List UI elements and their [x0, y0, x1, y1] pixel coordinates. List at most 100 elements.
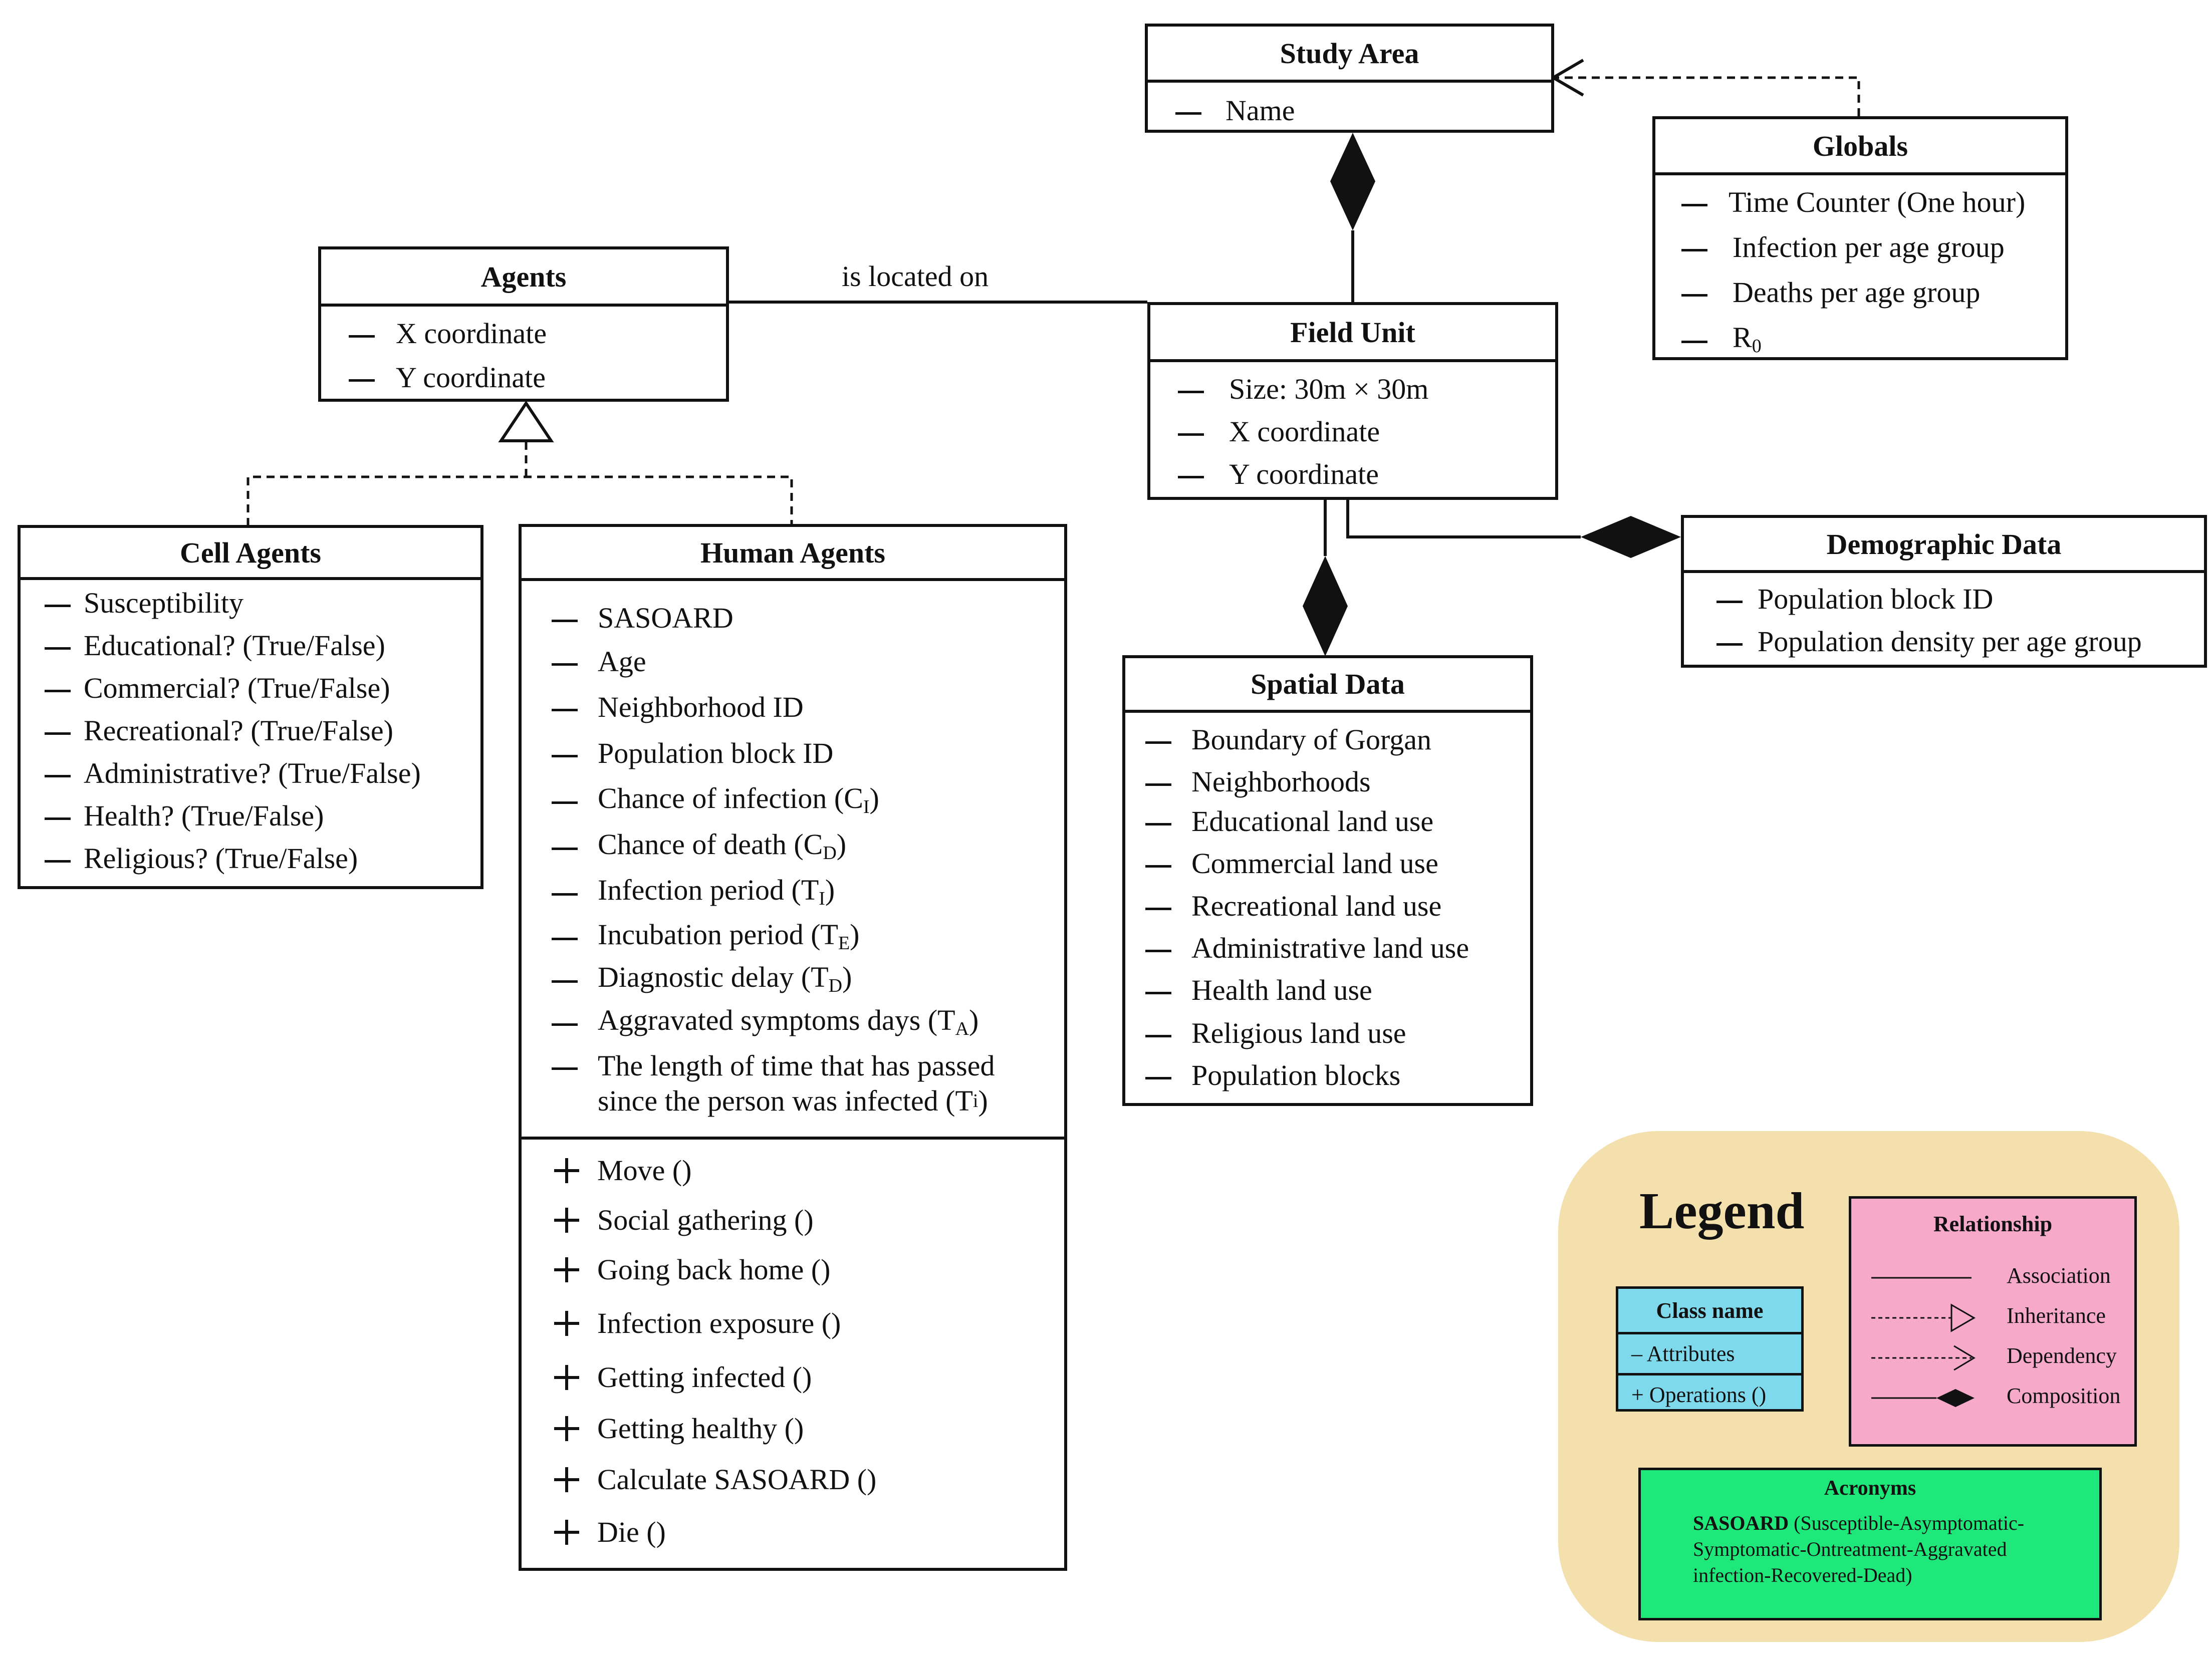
attribute-row: Deaths per age group [1681, 275, 2065, 309]
dash-icon [45, 842, 76, 875]
dash-icon [45, 671, 76, 705]
dash-icon [45, 586, 76, 620]
dash-icon [1145, 1016, 1176, 1050]
dash-icon [552, 645, 583, 678]
attribute-row: Time Counter (One hour) [1681, 185, 2065, 219]
class-study-area[interactable]: Study Area Name [1145, 24, 1554, 133]
class-name: Human Agents [700, 536, 885, 569]
dash-icon [1145, 931, 1176, 965]
class-demographic-data[interactable]: Demographic Data Population block ID Pop… [1681, 515, 2207, 668]
class-cell-agents[interactable]: Cell Agents Susceptibility Educational? … [18, 525, 483, 889]
operation-row: Move () [554, 1154, 1064, 1187]
attribute-row: Y coordinate [349, 361, 726, 394]
dash-icon [45, 799, 76, 833]
class-human-agents[interactable]: Human Agents SASOARD Age Neighborhood ID… [519, 524, 1067, 1571]
operation-row: Getting infected () [554, 1360, 1064, 1394]
class-name: Field Unit [1290, 316, 1415, 349]
dash-icon [1145, 765, 1176, 798]
dash-icon [349, 361, 380, 394]
acronym-expansion: (Susceptible-Asymptomatic-Symptomatic-On… [1693, 1512, 2025, 1586]
attribute-row: Chance of infection (CI) [552, 781, 1064, 818]
attribute-row: Infection period (TI) [552, 873, 1064, 910]
attribute-row: Educational land use [1145, 804, 1530, 838]
attribute-row: Diagnostic delay (TD) [552, 960, 1064, 997]
attribute-row: Neighborhood ID [552, 690, 1064, 724]
plus-icon [554, 1416, 579, 1441]
attribute-row: Neighborhoods [1145, 765, 1530, 798]
dash-icon [1681, 230, 1712, 264]
operation-row: Calculate SASOARD () [554, 1463, 1064, 1496]
attribute-row: Chance of death (CD) [552, 827, 1064, 864]
legend-class-name: Class name [1618, 1289, 1801, 1334]
attribute-row: Educational? (True/False) [45, 629, 480, 662]
class-spatial-data[interactable]: Spatial Data Boundary of Gorgan Neighbor… [1122, 655, 1533, 1106]
dash-icon [552, 962, 583, 995]
attribute-row: Religious land use [1145, 1016, 1530, 1050]
dash-icon [1716, 625, 1748, 658]
attribute-row: Religious? (True/False) [45, 842, 480, 875]
attribute-row: Health? (True/False) [45, 799, 480, 833]
inheritance-triangle [498, 400, 554, 442]
attribute-row: Administrative? (True/False) [45, 756, 480, 790]
class-name: Study Area [1280, 37, 1419, 70]
legend-inheritance-triangle [1950, 1303, 1976, 1332]
legend-composition-diamond [1936, 1389, 1975, 1407]
class-agents[interactable]: Agents X coordinate Y coordinate [318, 246, 729, 402]
dash-icon [552, 690, 583, 724]
operation-row: Infection exposure () [554, 1306, 1064, 1340]
class-name: Agents [480, 260, 567, 293]
dash-icon [552, 919, 583, 953]
attribute-row: X coordinate [349, 317, 726, 350]
dash-icon [552, 875, 583, 908]
operation-row: Social gathering () [554, 1203, 1064, 1237]
attribute-row: Recreational land use [1145, 889, 1530, 923]
legend-title: Legend [1639, 1182, 1805, 1240]
attribute-row: Y coordinate [1178, 457, 1555, 491]
legend-dependency-label: Dependency [2007, 1343, 2117, 1368]
operation-row: Die () [554, 1515, 1064, 1549]
composition-line-demographic [1346, 498, 1581, 538]
attribute-row: SASOARD [552, 601, 1064, 635]
attributes-section: Name [1148, 80, 1551, 130]
attribute-row: Commercial land use [1145, 847, 1530, 880]
operation-row: Getting healthy () [554, 1412, 1064, 1445]
legend-association-label: Association [2007, 1263, 2111, 1288]
dash-icon [1145, 804, 1176, 838]
dash-icon [45, 714, 76, 747]
attribute-row: Population density per age group [1716, 625, 2204, 658]
attributes-section: X coordinate Y coordinate [321, 304, 726, 399]
legend: Legend Class name – Attributes + Operati… [1558, 1131, 2179, 1642]
class-field-unit[interactable]: Field Unit Size: 30m × 30m X coordinate … [1147, 302, 1558, 500]
legend-relationship-title: Relationship [1933, 1212, 2053, 1236]
attribute-row: Population blocks [1145, 1058, 1530, 1092]
dash-icon [1178, 372, 1209, 406]
dash-icon [552, 601, 583, 635]
dash-icon [45, 756, 76, 790]
dash-icon [1178, 415, 1209, 448]
class-globals[interactable]: Globals Time Counter (One hour) Infectio… [1652, 116, 2068, 360]
plus-icon [554, 1310, 579, 1336]
operation-row: Going back home () [554, 1253, 1064, 1286]
dash-icon [552, 736, 583, 770]
composition-diamond-spatial [1303, 556, 1348, 656]
inheritance-line [247, 475, 793, 526]
legend-attributes: – Attributes [1631, 1341, 1735, 1366]
attribute-row: The length of time that has passed [552, 1049, 1064, 1082]
class-name: Globals [1812, 129, 1908, 162]
dash-icon [1145, 973, 1176, 1007]
attribute-row: Recreational? (True/False) [45, 714, 480, 747]
composition-diamond-study-area [1330, 133, 1375, 230]
dash-icon [1145, 847, 1176, 880]
legend-dependency-arrowhead [1953, 1345, 1976, 1371]
legend-class-example: Class name – Attributes + Operations () [1616, 1286, 1804, 1412]
attributes-section: Boundary of Gorgan Neighborhoods Educati… [1125, 710, 1530, 1103]
association-label: is located on [842, 260, 989, 293]
composition-diamond-demographic [1581, 516, 1681, 558]
legend-composition-label: Composition [2007, 1384, 2121, 1408]
attributes-section: Time Counter (One hour) Infection per ag… [1655, 172, 2065, 358]
dash-icon [1145, 889, 1176, 923]
dash-icon [349, 317, 380, 350]
dash-icon [1178, 457, 1209, 491]
dash-icon [45, 629, 76, 662]
dash-icon [1145, 723, 1176, 756]
